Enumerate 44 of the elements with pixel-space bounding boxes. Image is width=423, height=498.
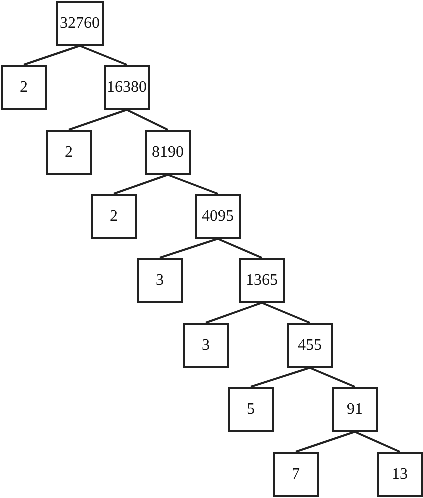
number-box — [195, 194, 241, 239]
number-box — [145, 130, 191, 175]
factor-number: 3 — [202, 338, 210, 354]
factor-number: 16380 — [107, 80, 147, 96]
factor-number: 91 — [347, 402, 363, 418]
number-box — [273, 452, 319, 497]
factor-number: 2 — [110, 208, 118, 224]
branch-line — [80, 45, 128, 66]
branch-line — [310, 367, 356, 388]
branch-line — [206, 302, 262, 324]
branch-line — [296, 431, 356, 453]
number-box — [91, 194, 137, 239]
number-box — [183, 323, 229, 368]
branch-line — [160, 238, 218, 259]
number-box — [56, 1, 104, 46]
factor-number: 13 — [392, 466, 408, 482]
branch-line — [354, 431, 400, 453]
branch-line — [250, 367, 310, 388]
branch-line — [114, 174, 168, 195]
branch-line — [24, 45, 80, 66]
factor-number: 8190 — [152, 144, 184, 160]
number-box — [332, 387, 378, 432]
factor-number: 32760 — [60, 16, 100, 32]
factor-number: 5 — [247, 402, 255, 418]
factor-number: 455 — [298, 338, 322, 354]
number-box — [287, 323, 333, 368]
factor-number: 2 — [20, 80, 28, 96]
factor-number: 2 — [65, 144, 73, 160]
factor-number: 3 — [156, 272, 164, 288]
number-box — [377, 452, 423, 497]
branch-line — [168, 174, 218, 195]
number-box — [239, 258, 285, 303]
number-box — [104, 65, 150, 110]
branch-line — [262, 302, 310, 324]
branch-line — [68, 109, 128, 131]
number-box — [1, 65, 47, 110]
number-box — [137, 258, 183, 303]
number-box — [46, 130, 92, 175]
factor-number: 7 — [292, 466, 300, 482]
factor-number: 1365 — [246, 272, 278, 288]
factor-number: 4095 — [202, 208, 234, 224]
branch-line — [126, 109, 168, 131]
branch-line — [218, 238, 262, 259]
number-box — [228, 387, 274, 432]
